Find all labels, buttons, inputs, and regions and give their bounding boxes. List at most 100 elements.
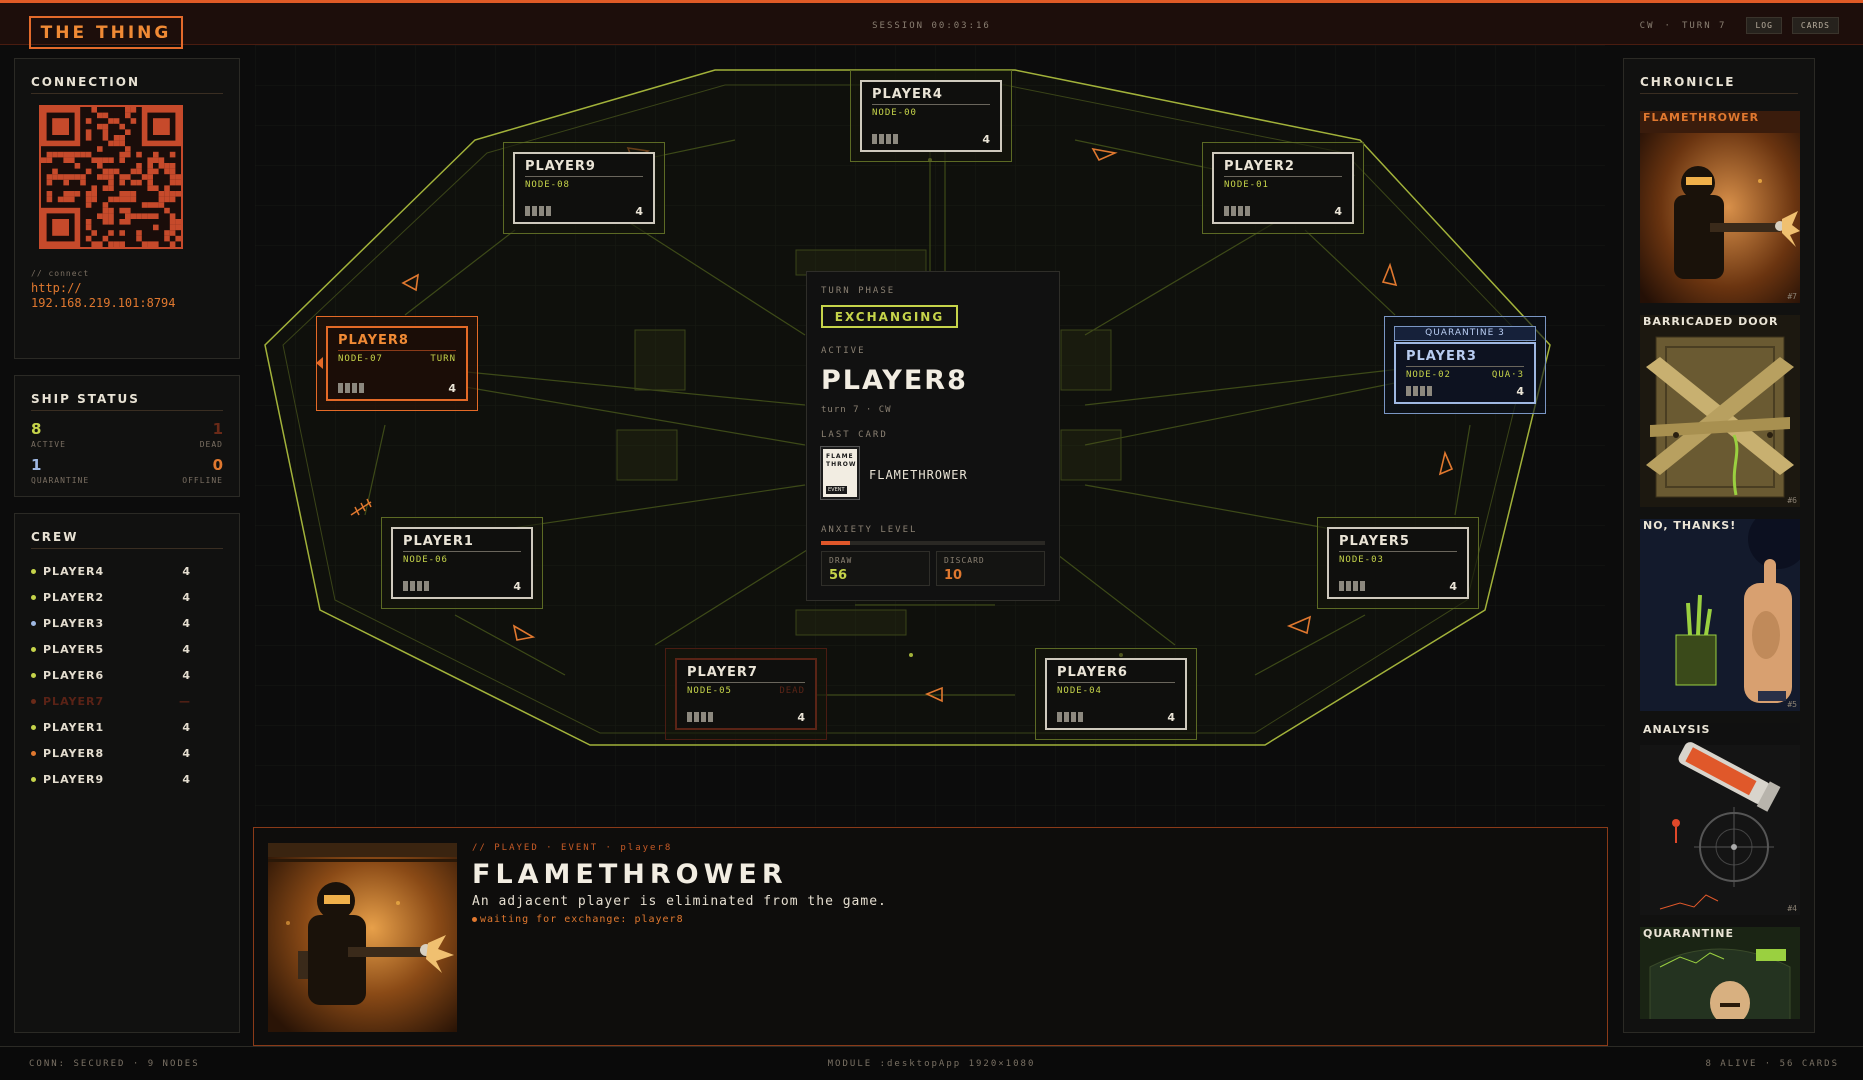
chronicle-card-title: BARRICADED DOOR xyxy=(1643,315,1779,328)
top-bar: THE THING SESSION 00:03:16 CW · TURN 7 L… xyxy=(0,0,1863,49)
crew-card-count: 4 xyxy=(182,617,191,630)
crew-name: PLAYER6 xyxy=(43,669,105,682)
log-button[interactable]: LOG xyxy=(1746,17,1782,34)
chronicle-card-analysis[interactable]: ANALYSIS #4 xyxy=(1640,723,1800,915)
direction-indicator: CW xyxy=(1639,20,1655,31)
qr-code[interactable] xyxy=(39,105,183,249)
chronicle-card-barricaded-door[interactable]: BARRICADED DOOR #6 xyxy=(1640,315,1800,507)
crew-card-count: 4 xyxy=(182,773,191,786)
played-card-art[interactable] xyxy=(268,843,457,1032)
crew-card-count: — xyxy=(179,695,191,708)
discard-pile[interactable]: DISCARD 10 xyxy=(936,551,1045,586)
hand-bars-icon xyxy=(1339,581,1365,591)
node-id: NODE-04 xyxy=(1057,686,1102,696)
connect-url-host: 192.168.219.101:8794 xyxy=(31,296,176,310)
crew-row[interactable]: PLAYER9 4 xyxy=(31,773,191,787)
node-player-name: PLAYER3 xyxy=(1406,349,1477,364)
chronicle-card-title: QUARANTINE xyxy=(1643,927,1734,940)
ship-status-title: SHIP STATUS xyxy=(31,392,140,406)
crew-status-dot-icon xyxy=(31,569,36,574)
chronicle-card-quarantine[interactable]: QUARANTINE xyxy=(1640,927,1800,1019)
draw-pile[interactable]: DRAW 56 xyxy=(821,551,930,586)
chronicle-card-no-thanks[interactable]: NO, THANKS! #5 xyxy=(1640,519,1800,711)
chronicle-card-number: #6 xyxy=(1787,496,1797,505)
crew-name: PLAYER9 xyxy=(43,773,105,786)
mini-card-title: FLAME THROW xyxy=(826,453,857,468)
turn-arrow-icon xyxy=(316,357,323,369)
hand-bars-icon xyxy=(1406,386,1432,396)
hand-bars-icon xyxy=(525,206,551,216)
chronicle-title: CHRONICLE xyxy=(1640,75,1736,89)
waiting-status: waiting for exchange: player8 xyxy=(480,914,684,925)
crew-name: PLAYER4 xyxy=(43,565,105,578)
played-card-panel: // PLAYED · EVENT · player8 FLAMETHROWER… xyxy=(253,827,1608,1046)
hand-bars-icon xyxy=(1224,206,1250,216)
chronicle-card-title: FLAMETHROWER xyxy=(1643,111,1760,124)
quarantine-banner: QUARANTINE 3 xyxy=(1394,326,1536,341)
node-tag: TURN xyxy=(430,354,456,364)
app-logo: THE THING xyxy=(29,16,183,49)
node-card-count: 4 xyxy=(1334,205,1342,218)
last-card-thumbnail[interactable]: FLAME THROW EVENT xyxy=(820,446,860,500)
node-player-name: PLAYER8 xyxy=(338,333,409,348)
played-card-description: An adjacent player is eliminated from th… xyxy=(472,894,887,909)
ship-status-panel: SHIP STATUS 8 ACTIVE 1 DEAD 1 QUARANTINE… xyxy=(14,375,240,497)
crew-row[interactable]: PLAYER5 4 xyxy=(31,643,191,657)
dead-count: 1 xyxy=(212,420,223,438)
node-tag: QUA·3 xyxy=(1491,370,1524,380)
dead-label: DEAD xyxy=(199,440,223,449)
crew-card-count: 4 xyxy=(182,591,191,604)
played-card-meta: // PLAYED · EVENT · player8 xyxy=(472,843,673,853)
connect-label: // connect xyxy=(31,269,90,278)
chronicle-card-flamethrower[interactable]: FLAMETHROWER #7 xyxy=(1640,111,1800,303)
separator: · xyxy=(1664,20,1672,31)
crew-card-count: 4 xyxy=(182,721,191,734)
node-card-count: 4 xyxy=(635,205,643,218)
cards-button[interactable]: CARDS xyxy=(1791,17,1839,34)
quarantine-art xyxy=(1640,927,1800,1019)
node-divider xyxy=(1406,366,1524,367)
quarantine-label: QUARANTINE xyxy=(31,476,90,485)
analysis-art xyxy=(1640,723,1800,915)
node-card-count: 4 xyxy=(982,133,990,146)
crew-row[interactable]: PLAYER7— xyxy=(31,695,191,709)
no-thanks-art xyxy=(1640,519,1800,711)
turn-indicator: TURN 7 xyxy=(1681,20,1727,31)
node-divider xyxy=(1224,176,1342,177)
barricaded-door-art xyxy=(1640,315,1800,507)
anxiety-fill xyxy=(821,541,851,545)
crew-status-dot-icon xyxy=(31,621,36,626)
flamethrower-art xyxy=(1640,111,1800,303)
crew-card-count: 4 xyxy=(182,643,191,656)
connection-panel: CONNECTION // connect http:// 192.168.21… xyxy=(14,58,240,359)
hand-bars-icon xyxy=(872,134,898,144)
node-divider xyxy=(1339,551,1457,552)
node-card-count: 4 xyxy=(513,580,521,593)
connect-url[interactable]: http:// 192.168.219.101:8794 xyxy=(31,281,176,311)
node-divider xyxy=(872,104,990,105)
footer-module-info: MODULE :desktopApp 1920×1080 xyxy=(827,1059,1036,1069)
node-id: NODE-07 xyxy=(338,354,383,364)
turn-status-panel: TURN PHASE EXCHANGING ACTIVE PLAYER8 tur… xyxy=(806,271,1060,601)
crew-name: PLAYER5 xyxy=(43,643,105,656)
